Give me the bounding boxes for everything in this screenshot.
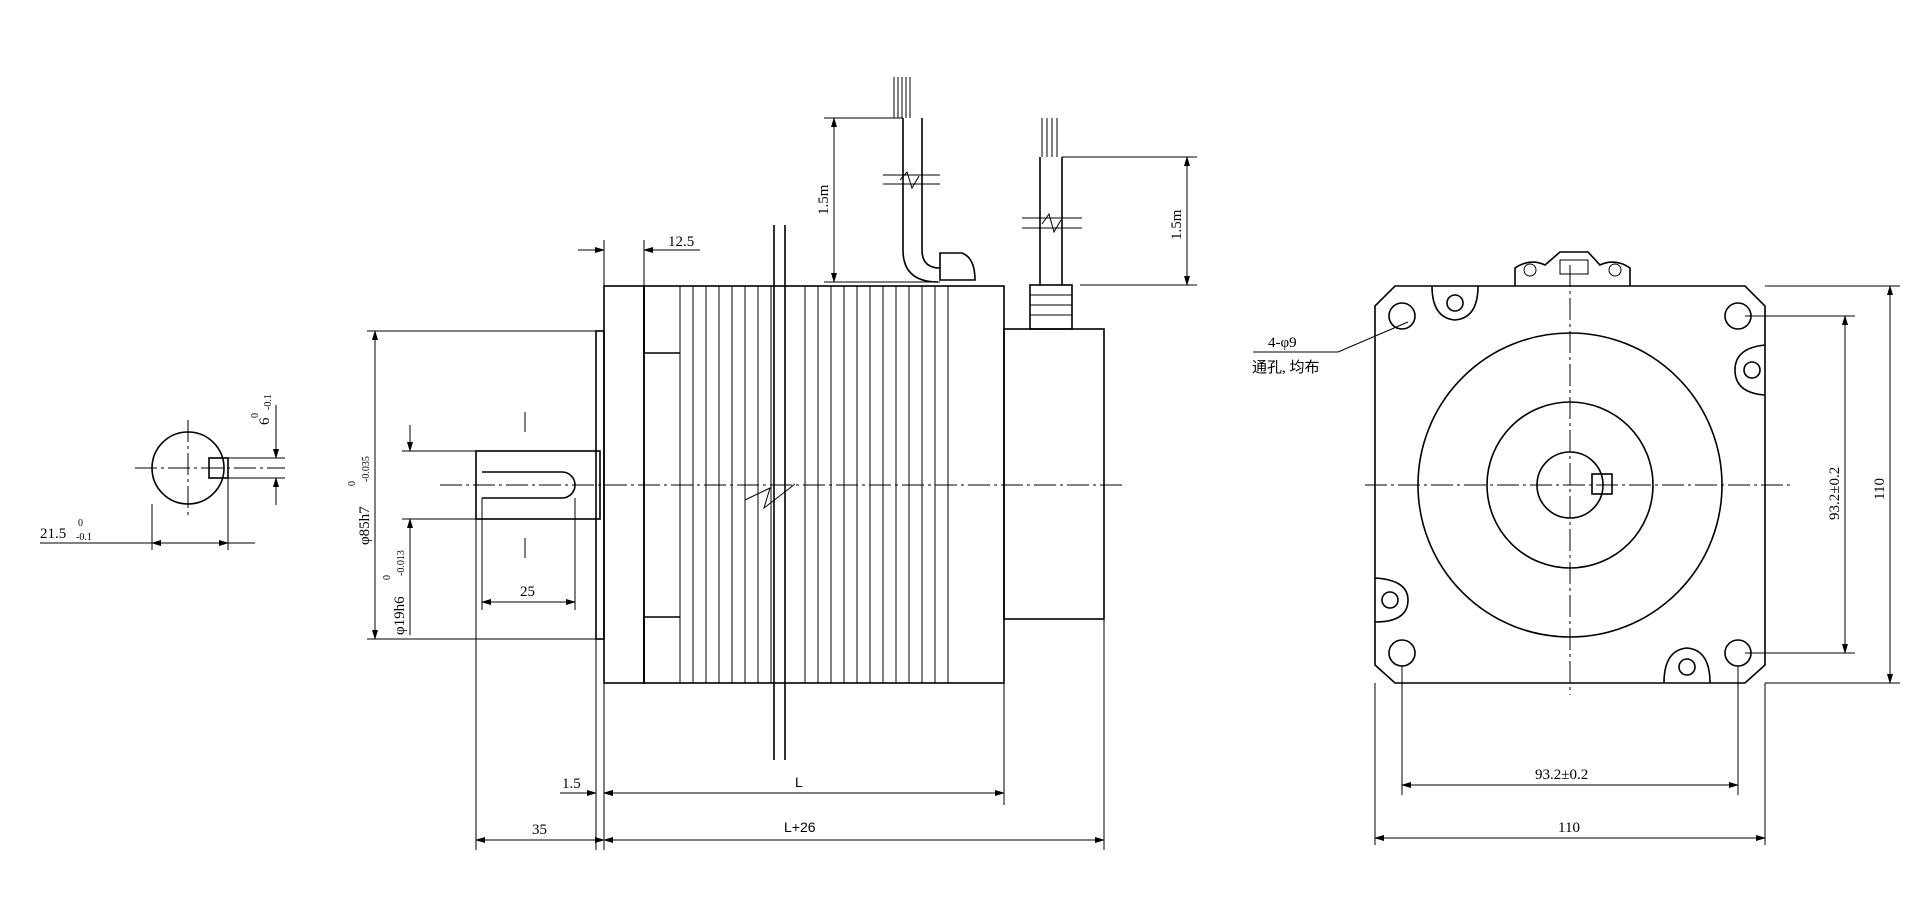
hole-spacing-horizontal-label: 93.2±0.2 xyxy=(1535,767,1588,783)
holes-desc: 通孔, 均布 xyxy=(1252,359,1320,376)
body-length-label: L xyxy=(795,774,803,790)
shaft-diameter-label: φ19h6 xyxy=(392,596,408,635)
encoder-housing xyxy=(1003,328,1105,620)
total-length-label: L+26 xyxy=(784,819,816,835)
encoder-cable xyxy=(1022,118,1082,285)
shaft-circle xyxy=(1536,451,1604,519)
flange-height-label: 110 xyxy=(1872,478,1888,500)
key-length-label: 25 xyxy=(520,584,535,600)
cable-length-1-label: 1.5m xyxy=(816,184,832,215)
flange-width-label: 110 xyxy=(1558,820,1580,836)
svg-text:-0.1: -0.1 xyxy=(263,394,274,410)
flange-outline xyxy=(1374,285,1766,684)
top-connector xyxy=(1514,251,1631,286)
shaft-key-front xyxy=(1591,473,1613,495)
key-depth-label: 21.5 xyxy=(40,526,66,542)
mounting-hole-bl xyxy=(1388,639,1416,667)
svg-text:0: 0 xyxy=(347,481,358,486)
shaft xyxy=(475,450,601,520)
shaft-section-view: 6 0 -0.1 21.5 0 -0.1 xyxy=(40,394,285,550)
pilot-diameter-label: φ85h7 xyxy=(357,506,373,545)
pilot-circle xyxy=(1486,401,1654,569)
power-cable xyxy=(883,77,976,283)
svg-text:0: 0 xyxy=(78,518,83,529)
svg-text:-0.1: -0.1 xyxy=(76,532,92,543)
svg-text:-0.035: -0.035 xyxy=(361,456,372,482)
svg-text:0: 0 xyxy=(382,575,393,580)
body-outer-circle xyxy=(1417,332,1723,638)
hole-spacing-vertical-label: 93.2±0.2 xyxy=(1827,467,1843,520)
front-view: 4-φ9 通孔, 均布 93.2±0.2 110 93.2±0.2 110 xyxy=(1252,251,1900,845)
flange-thickness-label: 12.5 xyxy=(668,234,694,250)
shaft-key xyxy=(482,471,576,499)
svg-text:0: 0 xyxy=(250,413,261,418)
cable-gland xyxy=(1029,284,1073,330)
shaft-length-label: 35 xyxy=(532,822,547,838)
flange-offset-label: 1.5 xyxy=(562,776,581,792)
side-view: 1.5m 1.5m 12.5 φ85h7 0 -0.035 φ19h6 0 -0… xyxy=(347,77,1197,850)
svg-text:-0.013: -0.013 xyxy=(396,550,407,576)
key-width-label: 6 xyxy=(257,417,273,425)
mounting-hole-tl xyxy=(1388,302,1416,330)
cooling-fins xyxy=(679,286,949,683)
cable-length-2-label: 1.5m xyxy=(1169,209,1185,240)
holes-note: 4-φ9 xyxy=(1268,335,1297,351)
